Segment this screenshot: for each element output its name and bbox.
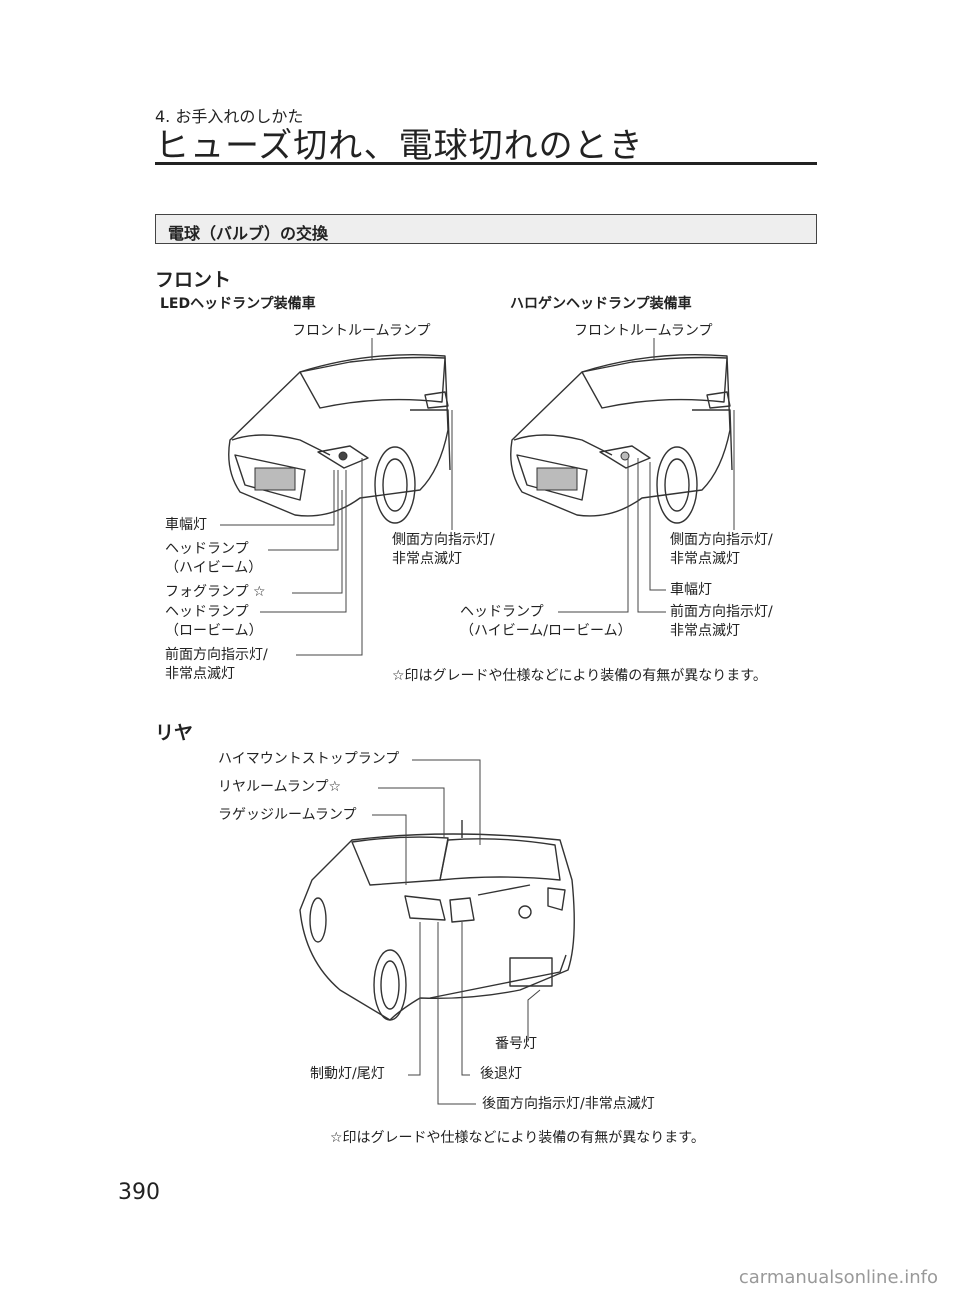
front-heading: フロント (155, 269, 232, 291)
section-title: 電球（バルブ）の交換 (168, 224, 329, 243)
title-rule (155, 162, 817, 165)
halogen-label-front-room-lamp: フロントルームランプ (574, 323, 713, 339)
led-label-high-beam: ヘッドランプ （ハイビーム） (165, 541, 263, 576)
rear-label-rear-room: リヤルームランプ☆ (218, 779, 342, 795)
rear-label-luggage: ラゲッジルームランプ (218, 807, 357, 823)
led-label-front-room-lamp: フロントルームランプ (292, 323, 431, 339)
halogen-variant-title: ハロゲンヘッドランプ装備車 (510, 296, 692, 312)
led-label-front-turn: 前面方向指示灯/ 非常点滅灯 (165, 647, 268, 682)
halogen-label-front-turn: 前面方向指示灯/ 非常点滅灯 (670, 604, 773, 639)
rear-heading: リヤ (155, 722, 194, 744)
rear-car-illustration (299, 820, 575, 1021)
halogen-label-side-marker: 車幅灯 (670, 582, 712, 598)
page-title: ヒューズ切れ、電球切れのとき (155, 126, 644, 166)
chapter-label: 4. お手入れのしかた (155, 107, 304, 126)
led-front-car-illustration (228, 354, 451, 524)
halogen-label-headlamp: ヘッドランプ （ハイビーム/ロービーム） (460, 604, 632, 639)
halogen-leader-lines (558, 338, 735, 613)
led-variant-title: LEDヘッドランプ装備車 (160, 296, 316, 312)
led-label-side-marker: 車幅灯 (165, 517, 207, 533)
rear-label-high-mount: ハイマウントストップランプ (218, 751, 400, 767)
halogen-front-car-illustration (510, 354, 733, 524)
rear-label-reverse: 後退灯 (480, 1066, 522, 1082)
led-leader-lines (220, 338, 453, 656)
halogen-label-side-turn: 側面方向指示灯/ 非常点滅灯 (670, 532, 773, 567)
front-note: ☆印はグレードや仕様などにより装備の有無が異なります。 (392, 668, 767, 684)
led-label-low-beam: ヘッドランプ （ロービーム） (165, 604, 263, 639)
rear-label-rear-turn: 後面方向指示灯/非常点滅灯 (482, 1096, 655, 1112)
led-label-fog-lamp: フォグランプ ☆ (165, 584, 266, 600)
rear-label-license: 番号灯 (495, 1036, 537, 1052)
rear-label-brake-tail: 制動灯/尾灯 (310, 1066, 385, 1082)
led-label-side-turn: 側面方向指示灯/ 非常点滅灯 (392, 532, 495, 567)
section-box (155, 214, 817, 244)
rear-note: ☆印はグレードや仕様などにより装備の有無が異なります。 (330, 1130, 705, 1146)
page-number: 390 (118, 1180, 160, 1205)
rear-leader-lines (372, 759, 541, 1105)
watermark: carmanualsonline.info (738, 1267, 938, 1288)
